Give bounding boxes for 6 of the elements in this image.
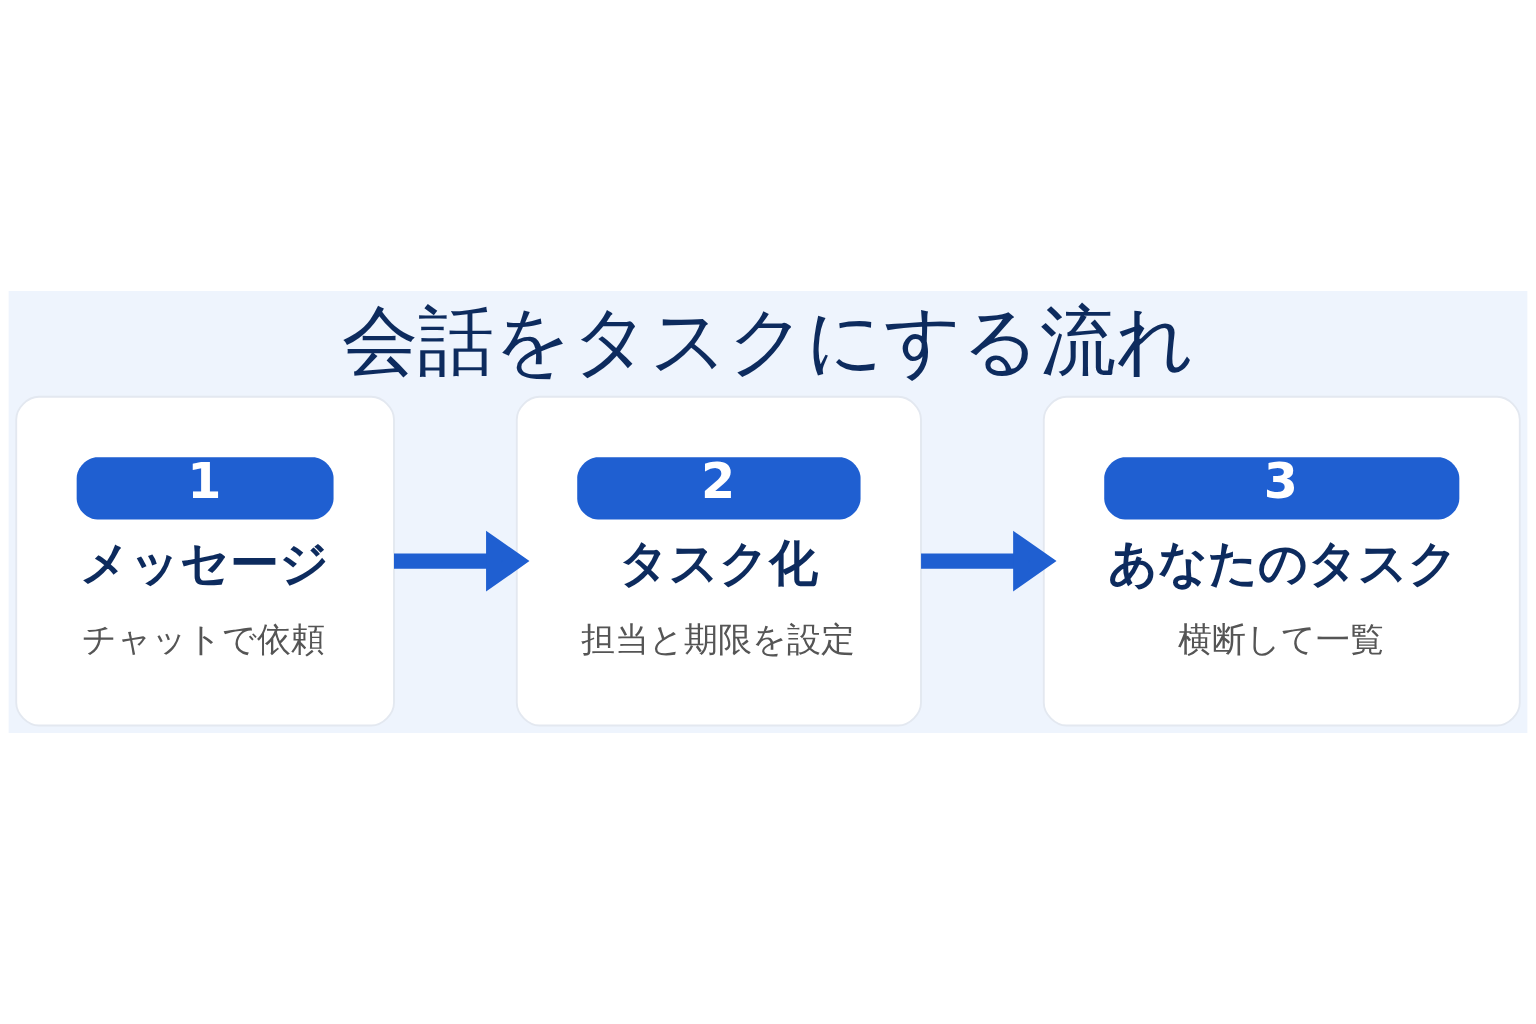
arrow (394, 530, 530, 592)
diagram-title: 会話をタスクにする流れ (342, 296, 1194, 385)
arrow (921, 530, 1057, 592)
node-box: 2 タスク化 担当と期限を設定 (515, 395, 922, 727)
node-box: 1 メッセージ チャットで依頼 (15, 395, 395, 727)
node-box: 3 あなたのタスク 横断して一覧 (1042, 395, 1521, 727)
